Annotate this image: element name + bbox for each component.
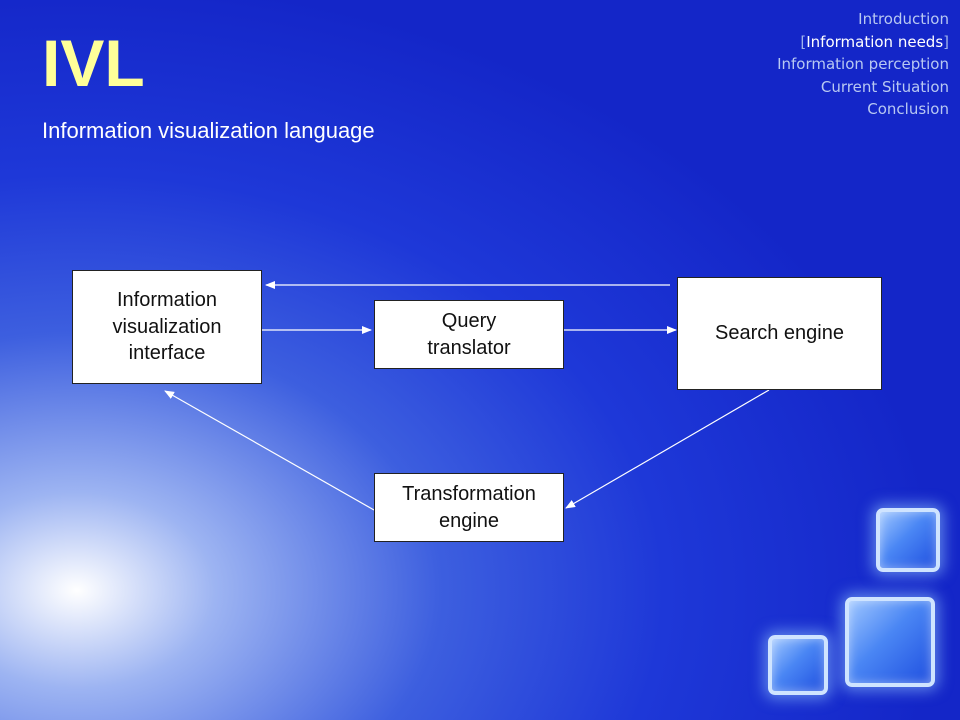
- nav-item-label: Information needs: [806, 32, 944, 51]
- nav-item-conclusion[interactable]: Conclusion: [777, 98, 949, 121]
- node-label-line: translator: [427, 336, 511, 359]
- section-nav: Introduction [Information needs] Informa…: [777, 8, 949, 121]
- node-search-engine: Search engine: [677, 277, 882, 390]
- arrow-search-to-transform: [565, 389, 770, 509]
- node-query-translator: Query translator: [374, 300, 564, 369]
- nav-item-information-needs[interactable]: [Information needs]: [777, 31, 949, 54]
- nav-item-information-perception[interactable]: Information perception: [777, 53, 949, 76]
- node-label-line: interface: [128, 342, 206, 365]
- node-transformation-engine: Transformation engine: [374, 473, 564, 542]
- node-label-line: visualization: [112, 315, 222, 338]
- decorative-tile-top: [876, 508, 940, 572]
- nav-item-label: Current Situation: [820, 77, 949, 96]
- node-label-line: Search engine: [715, 322, 844, 345]
- slide-subtitle: Information visualization language: [42, 118, 375, 143]
- slide-title: IVL: [42, 26, 145, 100]
- node-label-line: engine: [438, 509, 500, 532]
- node-information-visualization-interface: Information visualization interface: [72, 270, 262, 384]
- nav-bracket-open: [: [800, 32, 807, 51]
- decorative-tile-large: [845, 597, 935, 687]
- nav-item-label: Introduction: [858, 10, 949, 28]
- node-label-line: Information: [116, 289, 218, 312]
- decorative-tile-small: [768, 635, 828, 695]
- node-label-line: Query: [441, 309, 497, 332]
- nav-item-current-situation[interactable]: Current Situation: [777, 76, 949, 99]
- nav-bracket-close: ]: [943, 32, 949, 51]
- arrow-transform-to-interface: [164, 390, 375, 511]
- nav-item-introduction[interactable]: Introduction: [777, 8, 949, 31]
- node-label-line: Transformation: [402, 482, 536, 505]
- nav-item-label: Conclusion: [867, 100, 949, 118]
- nav-item-label: Information perception: [777, 55, 949, 73]
